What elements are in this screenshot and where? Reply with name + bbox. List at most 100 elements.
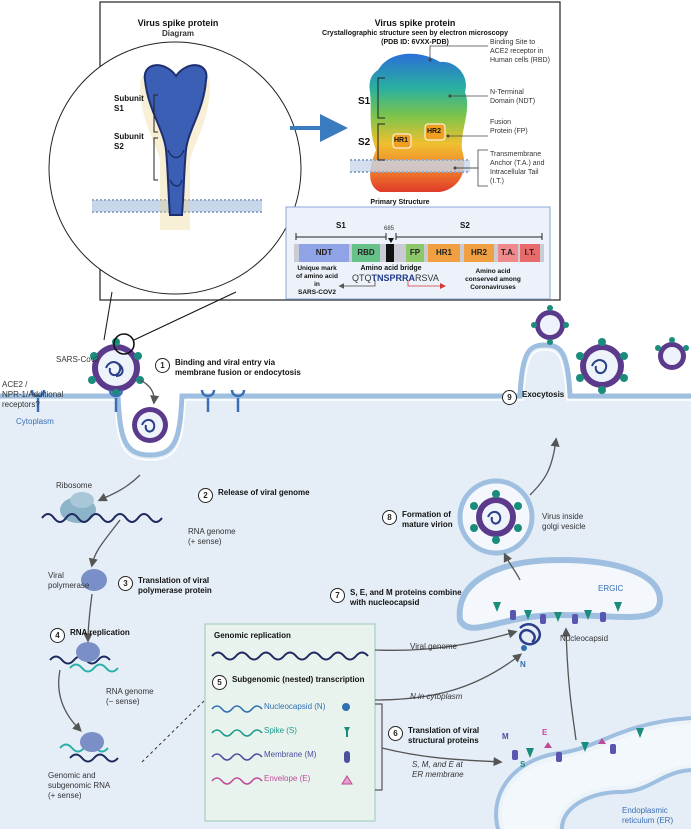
step-number: 9	[502, 390, 517, 405]
segment-ta: T.A.	[498, 244, 518, 262]
step-3: 3 Translation of viral polymerase protein	[118, 576, 212, 596]
nucleocapsid-label: Nucleocapsid	[560, 634, 609, 643]
crystal-title: Virus spike protein	[374, 18, 456, 28]
unique-mark-note: Unique mark of amino acid in SARS-COV2	[296, 265, 338, 296]
er-proteins	[512, 728, 644, 762]
viral-polymerase-label: Viral polymerase	[48, 571, 90, 590]
endosome-virion	[132, 407, 168, 443]
replication-complex	[49, 642, 119, 763]
s-letter: S	[520, 760, 526, 769]
hr1-label: HR1	[394, 137, 409, 144]
process-arrows	[58, 379, 577, 767]
gene-spike: Spike (S)	[264, 726, 297, 735]
callout-fp: Fusion Protein (FP)	[490, 119, 528, 135]
virion-entering	[88, 333, 144, 397]
conserved-note: Amino acid conserved among Coronaviruses	[465, 268, 521, 291]
cytoplasm-label: Cytoplasm	[16, 417, 54, 426]
segment-it: I.T.	[520, 244, 540, 262]
gene-envelope: Envelope (E)	[264, 774, 311, 783]
genomic-subgenomic-label: Genomic and subgenomic RNA (+ sense)	[48, 771, 111, 800]
rna-genome-plus	[41, 513, 163, 523]
step-text: Formation of mature virion	[402, 510, 453, 529]
step-number: 8	[382, 510, 397, 525]
rna-plus-label: RNA genome (+ sense)	[188, 527, 236, 546]
ps-s1-label: S1	[336, 221, 346, 230]
gene-nucleocapsid: Nucleocapsid (N)	[264, 702, 326, 711]
n-letter: N	[520, 660, 526, 669]
step-text: Translation of viral structural proteins	[408, 726, 480, 745]
step-number: 5	[212, 675, 227, 690]
sequence-suffix: RSVA	[415, 273, 439, 283]
golgi-label: Virus inside golgi vesicle	[542, 512, 586, 531]
segment-rbd: RBD	[352, 244, 380, 262]
step-5: 5 Subgenomic (nested) transcription	[212, 675, 364, 690]
step-9: 9 Exocytosis	[502, 390, 564, 405]
ribosome	[60, 492, 96, 523]
step-2: 2 Release of viral genome	[198, 488, 310, 503]
subunit-s2-label: Subunit S2	[114, 132, 144, 151]
step-8: 8 Formation of mature virion	[382, 510, 453, 530]
primary-structure-bar: NDT RBD FP HR1 HR2 T.A. I.T.	[294, 244, 544, 262]
ribosome-label: Ribosome	[56, 481, 93, 490]
step-number: 3	[118, 576, 133, 591]
crystal-subtitle: Crystallographic structure seen by elect…	[322, 30, 508, 46]
step-number: 2	[198, 488, 213, 503]
step-text: RNA replication	[70, 628, 130, 637]
er-label: Endoplasmic reticulum (ER)	[622, 806, 674, 825]
ergic-vesicle	[456, 556, 664, 631]
step-number: 7	[330, 588, 345, 603]
step-text: Release of viral genome	[218, 488, 310, 497]
m-letter: M	[502, 732, 509, 741]
e-letter: E	[542, 728, 548, 737]
receptor-label: ACE2 / NPR-1/Additional receptors?	[2, 380, 64, 409]
ergic-label: ERGIC	[598, 584, 624, 593]
hr2-label: HR2	[427, 128, 442, 135]
diagram-title: Virus spike protein	[137, 18, 219, 28]
gene-membrane: Membrane (M)	[264, 750, 317, 759]
bridge-label: Amino acid bridge	[360, 265, 422, 272]
step-text: Binding and viral entry via membrane fus…	[175, 358, 301, 377]
step-7: 7 S, E, and M proteins combine with nucle…	[330, 588, 462, 608]
ergic-proteins	[493, 602, 622, 624]
amino-sequence: QTQTNSPRRARSVA	[352, 273, 439, 283]
sequence-prefix: QTQ	[352, 273, 372, 283]
primary-structure-title: Primary Structure	[370, 199, 430, 206]
sars-cov2-label: SARS-Cov2	[56, 355, 100, 364]
viral-genome-label: Viral genome	[410, 642, 457, 651]
ps-s2-label: S2	[460, 221, 470, 230]
rna-minus-label: RNA genome (− sense)	[106, 687, 154, 706]
segment-fp: FP	[406, 244, 424, 262]
subunit-s1-label: Subunit S1	[114, 94, 144, 113]
step-text: Subgenomic (nested) transcription	[232, 675, 365, 684]
genomic-replication-label: Genomic replication	[214, 631, 291, 640]
nucleocapsid-complex	[519, 623, 541, 651]
cell-cytoplasm	[0, 342, 691, 829]
viral-polymerase-shape	[81, 569, 107, 591]
callout-rbd: Binding Site to ACE2 receptor in Human c…	[490, 39, 550, 64]
step-text: S, E, and M proteins combine with nucleo…	[350, 588, 462, 607]
segment-hr2: HR2	[464, 244, 494, 262]
crystal-s1-label: S1	[358, 96, 371, 107]
step-text: Translation of viral polymerase protein	[138, 576, 212, 595]
golgi-vesicle	[457, 478, 535, 556]
cleavage-site-block	[386, 244, 394, 262]
sequence-insert: TNSPRRA	[371, 273, 416, 283]
step-text: Exocytosis	[522, 390, 565, 399]
crystal-s2-label: S2	[358, 137, 371, 148]
segment-hr1: HR1	[428, 244, 460, 262]
step-4: 4 RNA replication	[50, 628, 130, 643]
ps-position: 685	[384, 226, 395, 232]
sme-at-er-label: S, M, and E at ER membrane	[412, 760, 464, 779]
transcription-box	[141, 623, 383, 822]
n-in-cytoplasm-label: N in cytoplasm	[410, 692, 463, 701]
segment-ndt: NDT	[299, 244, 349, 262]
diagram-subtitle: Diagram	[161, 29, 194, 38]
callout-ndt: N-Terminal Domain (NDT)	[490, 89, 536, 105]
callout-ta-it: Transmembrane Anchor (T.A.) and Intracel…	[490, 151, 545, 185]
step-number: 4	[50, 628, 65, 643]
virion-exocytosis	[531, 305, 689, 394]
